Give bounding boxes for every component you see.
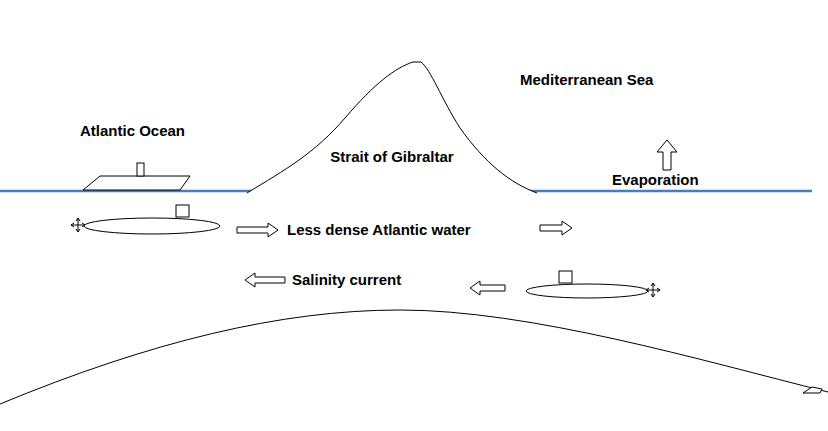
mountain-strait: Strait of Gibraltar xyxy=(245,58,540,195)
flow-arrow xyxy=(245,273,285,287)
flow-arrow xyxy=(470,281,505,295)
seafloor-rock xyxy=(803,387,822,393)
propeller-symbol xyxy=(71,218,85,232)
mountain-outline xyxy=(247,62,537,193)
propeller-strokes xyxy=(646,283,660,297)
submarine-tower xyxy=(559,271,572,283)
ship-hull xyxy=(83,176,190,190)
propeller-symbol xyxy=(646,283,660,297)
region-label: Atlantic Ocean xyxy=(80,122,185,140)
strait-label: Strait of Gibraltar xyxy=(330,148,453,166)
submarine-hull xyxy=(526,284,648,298)
current-label: Salinity current xyxy=(292,271,401,289)
flow-arrow xyxy=(237,223,278,237)
submarine-hull xyxy=(84,218,220,234)
seafloor xyxy=(0,310,828,404)
flow-arrow xyxy=(540,221,572,235)
mountain-outline-svg xyxy=(245,58,540,195)
region-label: Mediterranean Sea xyxy=(520,71,653,89)
current-label: Less dense Atlantic water xyxy=(287,221,471,239)
flow-arrow xyxy=(657,140,677,170)
process-label: Evaporation xyxy=(612,171,699,189)
submarine-tower xyxy=(176,205,189,217)
propeller-strokes xyxy=(71,218,85,232)
ship-funnel xyxy=(137,163,144,176)
